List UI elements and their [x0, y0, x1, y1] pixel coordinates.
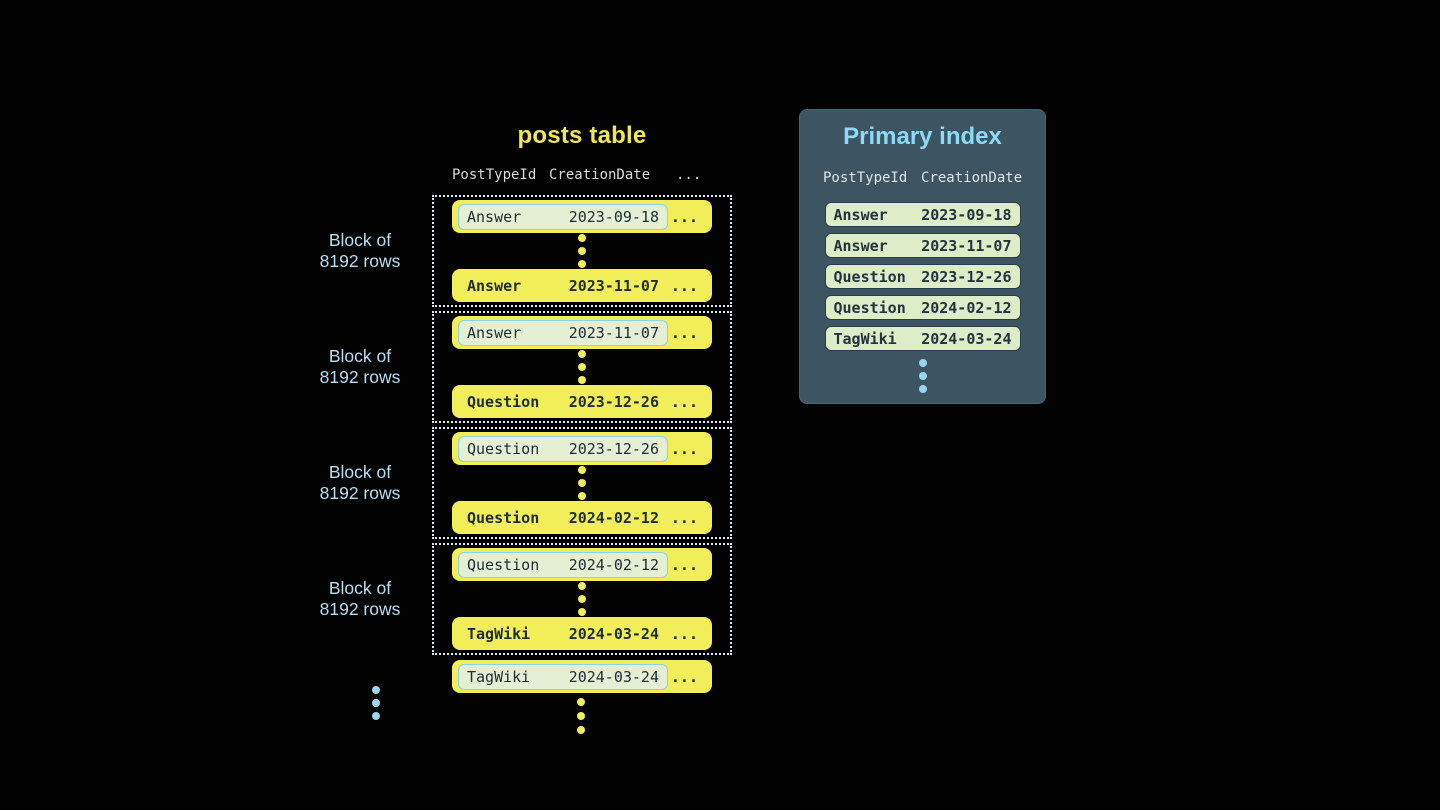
block-label: Block of 8192 rows	[300, 195, 420, 307]
creation-date-value: 2023-11-07	[568, 323, 659, 342]
creation-date-value: 2024-03-24	[921, 329, 1012, 348]
posts-table-title: posts table	[517, 122, 647, 149]
row-ellipsis: ...	[670, 207, 698, 226]
block-label-line1: Block of	[328, 462, 392, 482]
indexed-columns-highlight: Answer 2023-11-07	[458, 319, 668, 346]
index-row: TagWiki 2024-03-24	[824, 326, 1021, 351]
block-label-line1: Block of	[328, 578, 392, 598]
row-ellipsis: ...	[670, 624, 698, 643]
indexed-columns: Answer 2023-11-07	[458, 273, 668, 299]
primary-index-title: Primary index	[843, 123, 1002, 150]
row-ellipsis: ...	[670, 276, 698, 295]
primary-index-column-headers: PostTypeId CreationDate	[800, 170, 1045, 188]
more-rows-ellipsis-dots	[577, 698, 585, 734]
block-label-line1: Block of	[328, 230, 392, 250]
row-ellipsis: ...	[670, 508, 698, 527]
post-type-value: TagWiki	[467, 624, 531, 643]
table-row-last: TagWiki 2024-03-24 ...	[452, 617, 712, 650]
block-label-line2: 8192 rows	[319, 483, 401, 503]
table-row-last: Question 2024-02-12 ...	[452, 501, 712, 534]
creation-date-value: 2024-03-24	[568, 667, 659, 686]
table-row-overflow: TagWiki 2024-03-24 ...	[452, 660, 712, 693]
vertical-ellipsis-dots	[578, 350, 586, 384]
creation-date-value: 2024-03-24	[568, 624, 659, 643]
post-type-value: Answer	[833, 205, 888, 224]
table-row-first: Answer 2023-11-07 ...	[452, 316, 712, 349]
table-row-first: Question 2023-12-26 ...	[452, 432, 712, 465]
post-type-value: Question	[833, 267, 906, 286]
block-label-line2: 8192 rows	[319, 251, 401, 271]
post-type-value: Question	[467, 439, 540, 458]
indexed-columns: Question 2023-12-26	[458, 389, 668, 415]
more-blocks-ellipsis-dots	[372, 686, 380, 720]
post-type-value: TagWiki	[833, 329, 897, 348]
index-row: Answer 2023-09-18	[824, 202, 1021, 227]
creation-date-value: 2023-12-26	[568, 439, 659, 458]
row-ellipsis: ...	[670, 323, 698, 342]
header-creationdate: CreationDate	[549, 167, 651, 183]
post-type-value: TagWiki	[467, 667, 531, 686]
post-type-value: Question	[467, 508, 540, 527]
indexed-columns-highlight: Question 2024-02-12	[458, 551, 668, 578]
indexed-columns-highlight: Answer 2023-09-18	[458, 203, 668, 230]
post-type-value: Question	[467, 555, 540, 574]
post-type-value: Answer	[467, 207, 522, 226]
header-posttypeid: PostTypeId	[823, 170, 908, 186]
indexed-columns-highlight: TagWiki 2024-03-24	[458, 663, 668, 690]
index-row: Answer 2023-11-07	[824, 233, 1021, 258]
table-row-last: Answer 2023-11-07 ...	[452, 269, 712, 302]
creation-date-value: 2024-02-12	[568, 508, 659, 527]
vertical-ellipsis-dots	[578, 582, 586, 616]
creation-date-value: 2023-09-18	[921, 205, 1012, 224]
block-label-line2: 8192 rows	[319, 367, 401, 387]
vertical-ellipsis-dots	[578, 234, 586, 268]
primary-index-panel: Primary index PostTypeId CreationDate An…	[799, 109, 1046, 404]
index-row: Question 2024-02-12	[824, 295, 1021, 320]
posts-table-column-headers: PostTypeId CreationDate ...	[452, 167, 752, 185]
table-row-first: Answer 2023-09-18 ...	[452, 200, 712, 233]
creation-date-value: 2023-11-07	[568, 276, 659, 295]
row-block-4: Question 2024-02-12 ... TagWiki 2024-03-…	[432, 543, 732, 655]
row-block-3: Question 2023-12-26 ... Question 2024-02…	[432, 427, 732, 539]
table-row-first: Question 2024-02-12 ...	[452, 548, 712, 581]
header-creationdate: CreationDate	[921, 170, 1023, 186]
block-label-line1: Block of	[328, 346, 392, 366]
creation-date-value: 2023-12-26	[568, 392, 659, 411]
vertical-ellipsis-dots	[578, 466, 586, 500]
creation-date-value: 2023-09-18	[568, 207, 659, 226]
row-ellipsis: ...	[670, 555, 698, 574]
indexed-columns: TagWiki 2024-03-24	[458, 621, 668, 647]
header-other-columns-ellipsis: ...	[676, 167, 702, 183]
index-row: Question 2023-12-26	[824, 264, 1021, 289]
row-ellipsis: ...	[670, 667, 698, 686]
post-type-value: Question	[467, 392, 540, 411]
row-block-2: Answer 2023-11-07 ... Question 2023-12-2…	[432, 311, 732, 423]
primary-index-rows: Answer 2023-09-18 Answer 2023-11-07 Ques…	[800, 202, 1045, 351]
post-type-value: Answer	[467, 323, 522, 342]
row-ellipsis: ...	[670, 392, 698, 411]
creation-date-value: 2024-02-12	[568, 555, 659, 574]
header-posttypeid: PostTypeId	[452, 167, 537, 183]
block-label: Block of 8192 rows	[300, 311, 420, 423]
more-index-entries-ellipsis-dots	[800, 359, 1045, 393]
block-label-line2: 8192 rows	[319, 599, 401, 619]
row-ellipsis: ...	[670, 439, 698, 458]
post-type-value: Answer	[833, 236, 888, 255]
block-label: Block of 8192 rows	[300, 427, 420, 539]
indexed-columns-highlight: Question 2023-12-26	[458, 435, 668, 462]
creation-date-value: 2024-02-12	[921, 298, 1012, 317]
row-block-1: Answer 2023-09-18 ... Answer 2023-11-07 …	[432, 195, 732, 307]
block-label: Block of 8192 rows	[300, 543, 420, 655]
creation-date-value: 2023-11-07	[921, 236, 1012, 255]
indexed-columns: Question 2024-02-12	[458, 505, 668, 531]
creation-date-value: 2023-12-26	[921, 267, 1012, 286]
table-row-last: Question 2023-12-26 ...	[452, 385, 712, 418]
post-type-value: Question	[833, 298, 906, 317]
post-type-value: Answer	[467, 276, 522, 295]
